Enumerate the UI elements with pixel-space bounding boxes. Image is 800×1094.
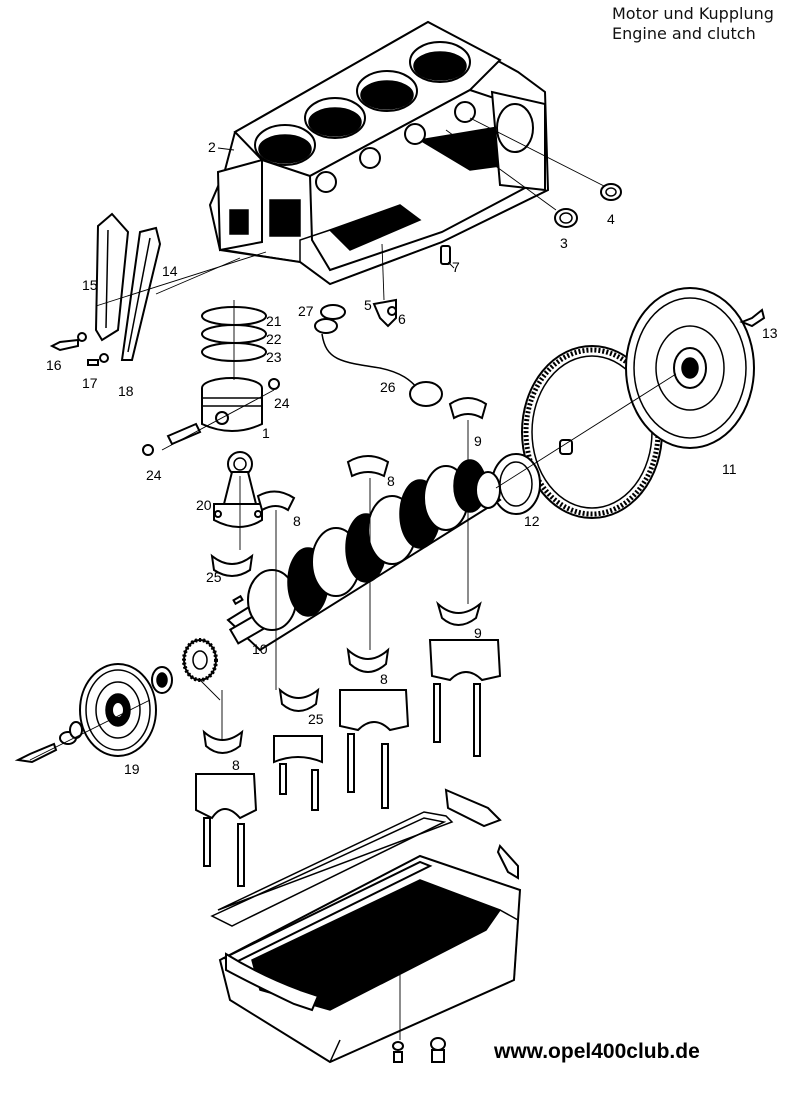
- label-16: 16: [46, 357, 62, 373]
- clip-24b: [142, 444, 154, 456]
- label-18: 18: [118, 383, 134, 399]
- gasket-27: [314, 304, 346, 334]
- spacer: [151, 666, 173, 694]
- label-17: 17: [82, 375, 98, 391]
- label-26: 26: [380, 379, 396, 395]
- pulley-bolt: [14, 721, 83, 764]
- seal-12: [491, 453, 541, 515]
- bolt-6: [387, 306, 397, 316]
- label-9b: 9: [474, 625, 482, 641]
- main-cap-center: [339, 689, 410, 809]
- label-8d: 8: [232, 757, 240, 773]
- washer-18: [99, 353, 109, 363]
- label-6: 6: [398, 311, 406, 327]
- pulley-19: [79, 663, 157, 757]
- label-21: 21: [266, 313, 282, 329]
- flywheel-11: [625, 287, 755, 449]
- label-19: 19: [124, 761, 140, 777]
- rear-seal-strip: [444, 788, 502, 828]
- bearing-8a: [346, 455, 390, 478]
- flywheel-bolt-13: [739, 308, 766, 328]
- bearing-8d: [202, 729, 244, 754]
- label-22: 22: [266, 331, 282, 347]
- con-rod-20: [213, 451, 263, 528]
- bearing-9a: [448, 397, 488, 420]
- bearing-25b: [278, 687, 320, 712]
- title-german: Motor und Kupplung: [612, 4, 774, 23]
- crank-sprocket: [182, 638, 218, 682]
- bearing-shell-4: [600, 183, 622, 201]
- pilot-bush: [559, 439, 573, 455]
- label-12: 12: [524, 513, 540, 529]
- label-8a: 8: [387, 473, 395, 489]
- diagram-title: Motor und Kupplung Engine and clutch: [612, 4, 774, 44]
- oil-pan: [218, 854, 522, 1064]
- label-24a: 24: [274, 395, 290, 411]
- timing-guide-15: [94, 212, 130, 342]
- label-7: 7: [452, 259, 460, 275]
- bolt-16: [49, 332, 87, 352]
- bearing-8b: [256, 490, 296, 512]
- oil-pan-gasket: [210, 811, 519, 927]
- label-13: 13: [762, 325, 778, 341]
- clip-24a: [268, 378, 280, 390]
- label-8b: 8: [293, 513, 301, 529]
- main-cap-front: [195, 773, 258, 887]
- engine-block: [208, 20, 550, 286]
- guide-lines: [29, 117, 677, 1040]
- label-3: 3: [560, 235, 568, 251]
- dowel-7: [440, 245, 451, 265]
- label-23: 23: [266, 349, 282, 365]
- main-cap-mid: [273, 735, 323, 811]
- main-cap-rear: [428, 639, 502, 757]
- label-27: 27: [298, 303, 314, 319]
- label-1: 1: [262, 425, 270, 441]
- drain-washer: [430, 1037, 446, 1063]
- website-link[interactable]: www.opel400club.de: [494, 1040, 700, 1063]
- timing-guide-14: [120, 226, 162, 361]
- drain-plug: [392, 1041, 404, 1063]
- label-4: 4: [607, 211, 615, 227]
- piston-pin: [166, 422, 202, 446]
- label-24b: 24: [146, 467, 162, 483]
- label-9a: 9: [474, 433, 482, 449]
- label-8c: 8: [380, 671, 388, 687]
- label-11: 11: [722, 461, 737, 477]
- part-labels: 2 3 4 5 6 7 27 15 14 16 17 18 21 22 23 2…: [46, 139, 778, 777]
- label-5: 5: [364, 297, 372, 313]
- bearing-25a: [210, 553, 254, 577]
- bearing-shell-3: [554, 208, 578, 228]
- bearing-8c: [346, 647, 390, 673]
- label-25b: 25: [308, 711, 324, 727]
- label-25a: 25: [206, 569, 222, 585]
- title-english: Engine and clutch: [612, 24, 756, 43]
- screw-17: [87, 359, 99, 366]
- crankshaft-10: [226, 459, 502, 652]
- label-14: 14: [162, 263, 178, 279]
- piston-1: [201, 377, 263, 432]
- label-2: 2: [208, 139, 216, 155]
- label-20: 20: [196, 497, 212, 513]
- label-10: 10: [252, 641, 268, 657]
- bearing-9b: [436, 600, 482, 626]
- oil-pickup-26: [321, 333, 443, 407]
- label-15: 15: [82, 277, 98, 293]
